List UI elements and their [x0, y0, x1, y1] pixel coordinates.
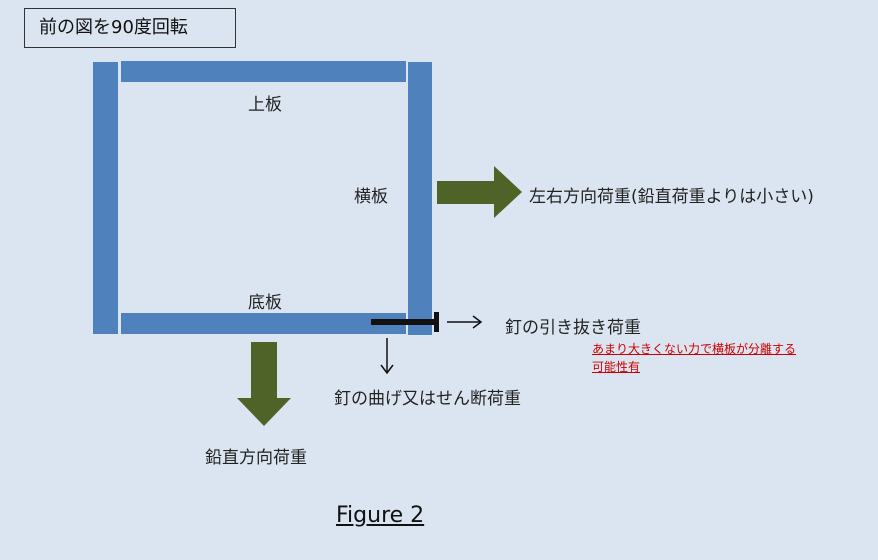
lateral-load-label: 左右方向荷重(鉛直荷重よりは小さい)	[529, 187, 814, 207]
left-board	[93, 62, 118, 334]
shear-arrow	[380, 338, 394, 375]
separation-note-line1: あまり大きくない力で横板が分離する	[592, 342, 797, 356]
top-board-label: 上板	[248, 95, 282, 115]
vertical-load-label: 鉛直方向荷重	[205, 448, 307, 468]
nail-head	[434, 312, 439, 332]
figure-caption: Figure 2	[336, 503, 425, 528]
nail-shank	[371, 319, 435, 325]
nail-pullout-label: 釘の引き抜き荷重	[505, 318, 641, 338]
side-board	[408, 62, 432, 335]
vertical-load-arrow	[237, 342, 291, 426]
top-board	[121, 61, 406, 82]
bottom-board	[121, 313, 406, 334]
separation-note-line2: 可能性有	[592, 360, 641, 374]
bottom-board-label: 底板	[248, 293, 282, 313]
nail-shear-label: 釘の曲げ又はせん断荷重	[334, 389, 521, 409]
side-board-label: 横板	[354, 187, 388, 207]
diagram-title: 前の図を90度回転	[24, 8, 236, 48]
lateral-load-arrow	[437, 166, 522, 218]
pullout-arrow	[447, 315, 483, 329]
